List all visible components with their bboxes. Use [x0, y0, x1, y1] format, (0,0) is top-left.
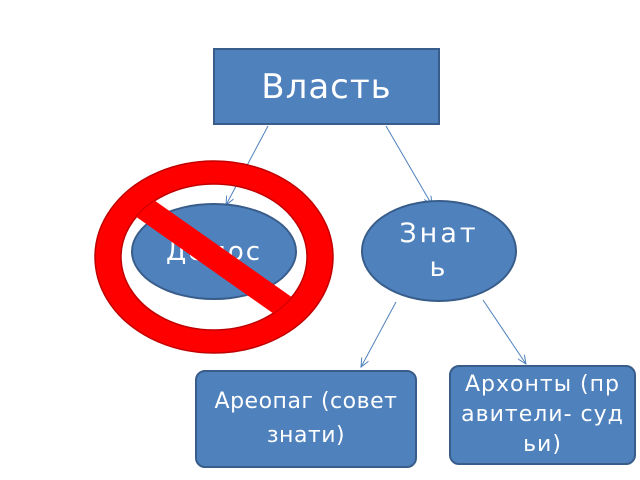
node-nobility: Знать: [361, 200, 517, 302]
ban-slash-group: [121, 185, 307, 329]
node-power: Власть: [213, 48, 440, 125]
node-archons-label: Архонты (правители- судьи): [461, 372, 624, 457]
ban-slash: [121, 185, 307, 329]
prohibition-sign-icon: [94, 160, 334, 354]
node-areopagus: Ареопаг (совет знати): [195, 370, 417, 468]
node-areopagus-label: Ареопаг (совет знати): [214, 389, 398, 448]
node-power-label: Власть: [261, 66, 392, 107]
connector-nobility-areopagus: [361, 301, 397, 367]
connector-nobility-archons: [482, 299, 526, 364]
connector-power-nobility: [385, 125, 432, 205]
node-nobility-label: Знать: [399, 218, 479, 283]
node-archons: Архонты (правители- судьи): [449, 365, 636, 465]
